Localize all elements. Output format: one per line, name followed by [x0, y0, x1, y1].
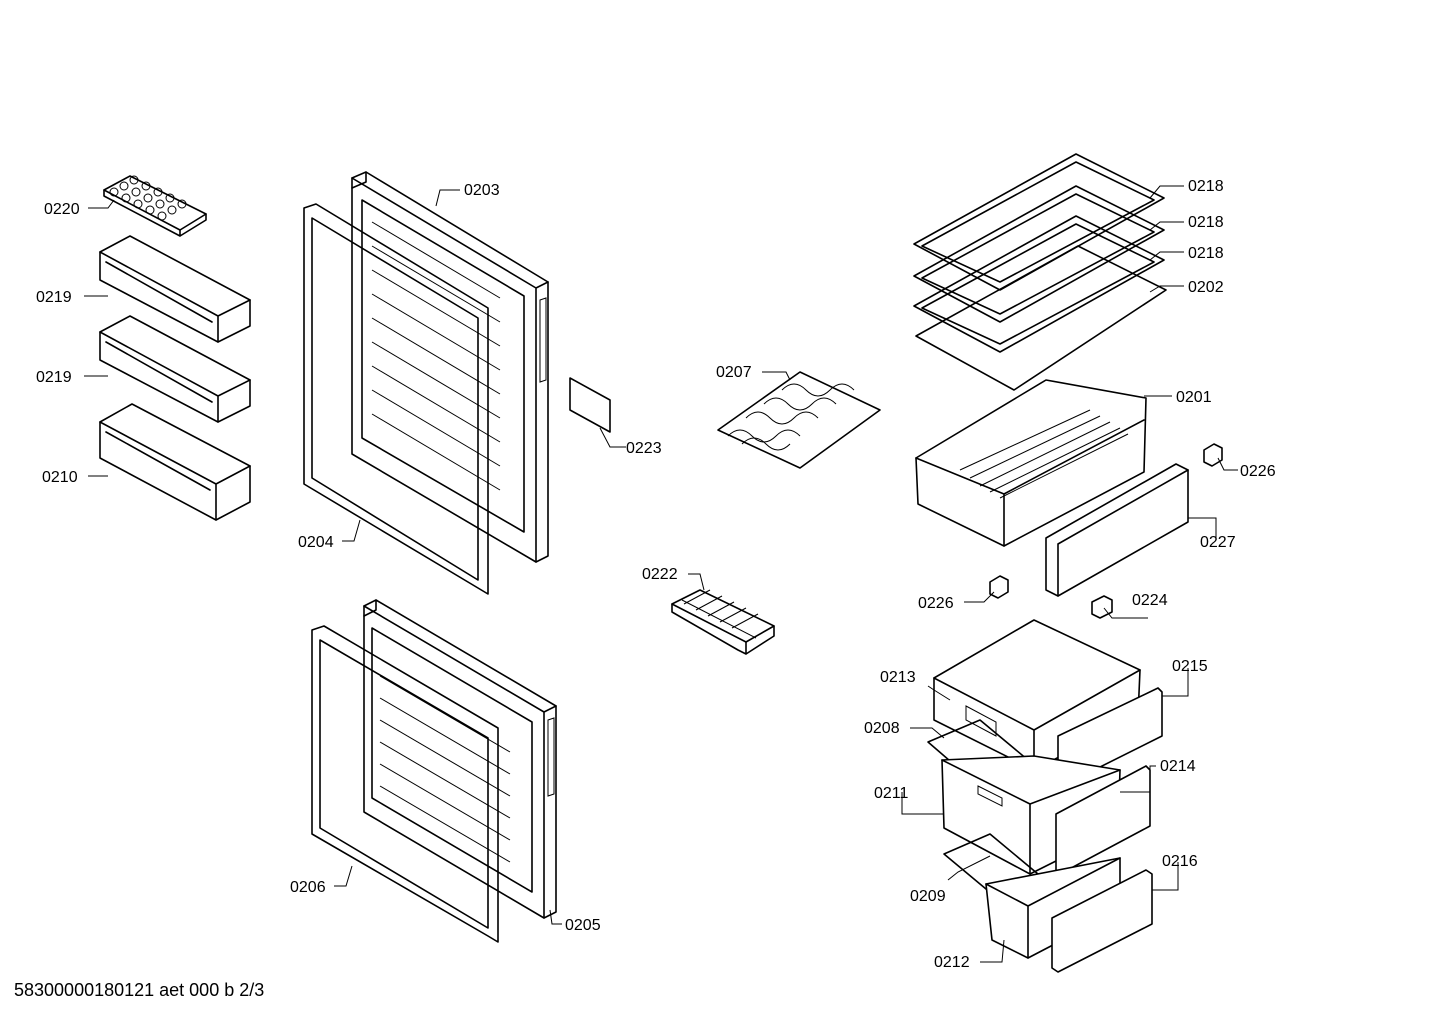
egg-tray-part [103, 175, 207, 237]
ice-cube-tray-part [671, 589, 775, 655]
label-0226: 0226 [918, 595, 954, 612]
label-0208: 0208 [864, 720, 900, 737]
label-0213: 0213 [880, 669, 916, 686]
label-0201: 0201 [1176, 389, 1212, 406]
label-0218: 0218 [1188, 178, 1224, 195]
glass-shelf-part [915, 245, 1167, 391]
document-reference-footer: 58300000180121 aet 000 b 2/3 [14, 980, 265, 1000]
label-0226: 0226 [1240, 463, 1276, 480]
door-bin-upper-part [99, 235, 251, 343]
label-0209: 0209 [910, 888, 946, 905]
part-labels: 0220 0219 0219 0210 0203 0204 0223 0206 … [36, 178, 1276, 971]
door-bin-lower-part [99, 403, 251, 521]
label-0223: 0223 [626, 440, 662, 457]
label-0214: 0214 [1160, 758, 1196, 775]
label-0210: 0210 [42, 469, 78, 486]
label-0211: 0211 [874, 785, 909, 802]
shelf-frame-2-part [913, 185, 1165, 323]
label-0207: 0207 [716, 364, 752, 381]
bottle-rack-part [717, 371, 881, 469]
freezer-drawer-bottom-front-part [1051, 869, 1153, 973]
clip-lower-part [989, 575, 1009, 599]
label-0219: 0219 [36, 289, 72, 306]
label-0222: 0222 [642, 566, 678, 583]
lower-door-part [363, 599, 557, 919]
label-0220: 0220 [44, 201, 80, 218]
label-0215: 0215 [1172, 658, 1208, 675]
upper-door-part [351, 171, 549, 563]
label-0227: 0227 [1200, 534, 1236, 551]
label-0204: 0204 [298, 534, 334, 551]
label-0212: 0212 [934, 954, 970, 971]
label-0216: 0216 [1162, 853, 1198, 870]
crisper-front-panel-part [1045, 463, 1189, 597]
label-0202: 0202 [1188, 279, 1224, 296]
door-bin-middle-part [99, 315, 251, 423]
label-0206: 0206 [290, 879, 326, 896]
lower-door-gasket-part [311, 625, 499, 943]
label-0218: 0218 [1188, 245, 1224, 262]
clip-upper-part [1203, 443, 1223, 467]
label-0218: 0218 [1188, 214, 1224, 231]
label-0224: 0224 [1132, 592, 1168, 609]
label-0205: 0205 [565, 917, 601, 934]
label-0203: 0203 [464, 182, 500, 199]
leader-lines [84, 185, 1238, 963]
label-sticker-part [569, 377, 611, 433]
upper-door-gasket-part [303, 203, 489, 595]
shelf-frame-3-part [913, 215, 1165, 353]
label-0219: 0219 [36, 369, 72, 386]
crisper-drawer-part [915, 379, 1147, 547]
